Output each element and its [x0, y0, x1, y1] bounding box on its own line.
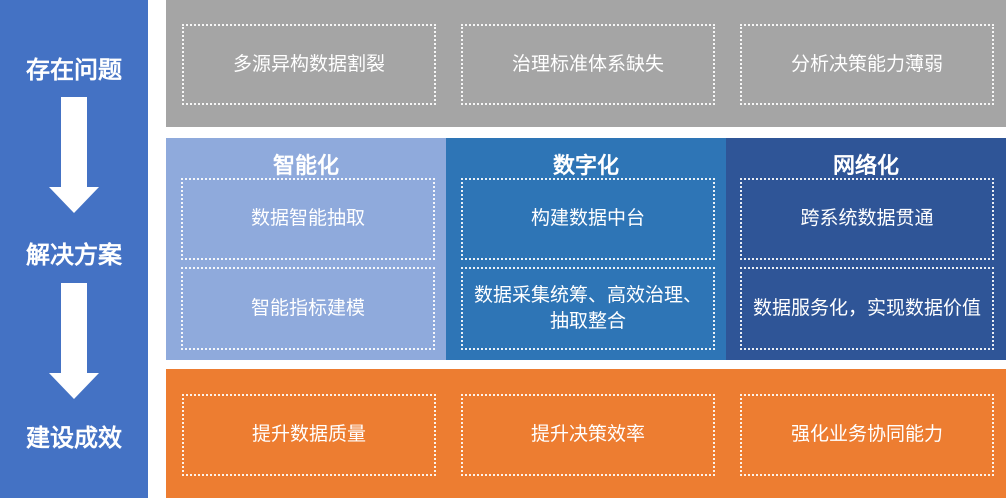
problem-box: 多源异构数据割裂 [182, 24, 436, 105]
solution-column-digital: 数字化 构建数据中台 数据采集统筹、高效治理、抽取整合 [446, 138, 726, 360]
down-arrow-icon [49, 97, 99, 213]
problem-box: 分析决策能力薄弱 [740, 24, 994, 105]
problems-band: 多源异构数据割裂 治理标准体系缺失 分析决策能力薄弱 [166, 0, 1006, 127]
solution-column-network: 网络化 跨系统数据贯通 数据服务化，实现数据价值 [726, 138, 1006, 360]
solution-box: 智能指标建模 [181, 267, 435, 350]
solution-column-intelligent: 智能化 数据智能抽取 智能指标建模 [166, 138, 446, 360]
result-box: 提升数据质量 [182, 394, 436, 476]
stage-problems-label: 存在问题 [26, 57, 122, 84]
solution-box: 跨系统数据贯通 [740, 178, 994, 260]
result-box: 强化业务协同能力 [740, 394, 994, 476]
solution-box: 数据采集统筹、高效治理、抽取整合 [461, 267, 715, 350]
stage-solutions-label: 解决方案 [26, 242, 122, 269]
result-box: 提升决策效率 [461, 394, 715, 476]
stage-sidebar: 存在问题 解决方案 建设成效 [0, 0, 148, 498]
results-band: 提升数据质量 提升决策效率 强化业务协同能力 [166, 369, 1006, 498]
solution-box: 构建数据中台 [461, 178, 715, 260]
solution-title: 数字化 [552, 153, 619, 178]
solution-box: 数据智能抽取 [181, 178, 435, 260]
stage-results-label: 建设成效 [26, 425, 122, 452]
down-arrow-icon [49, 283, 99, 399]
problem-box: 治理标准体系缺失 [461, 24, 715, 105]
solution-title: 网络化 [832, 153, 899, 178]
solution-title: 智能化 [272, 153, 339, 178]
solution-box: 数据服务化，实现数据价值 [740, 267, 994, 350]
